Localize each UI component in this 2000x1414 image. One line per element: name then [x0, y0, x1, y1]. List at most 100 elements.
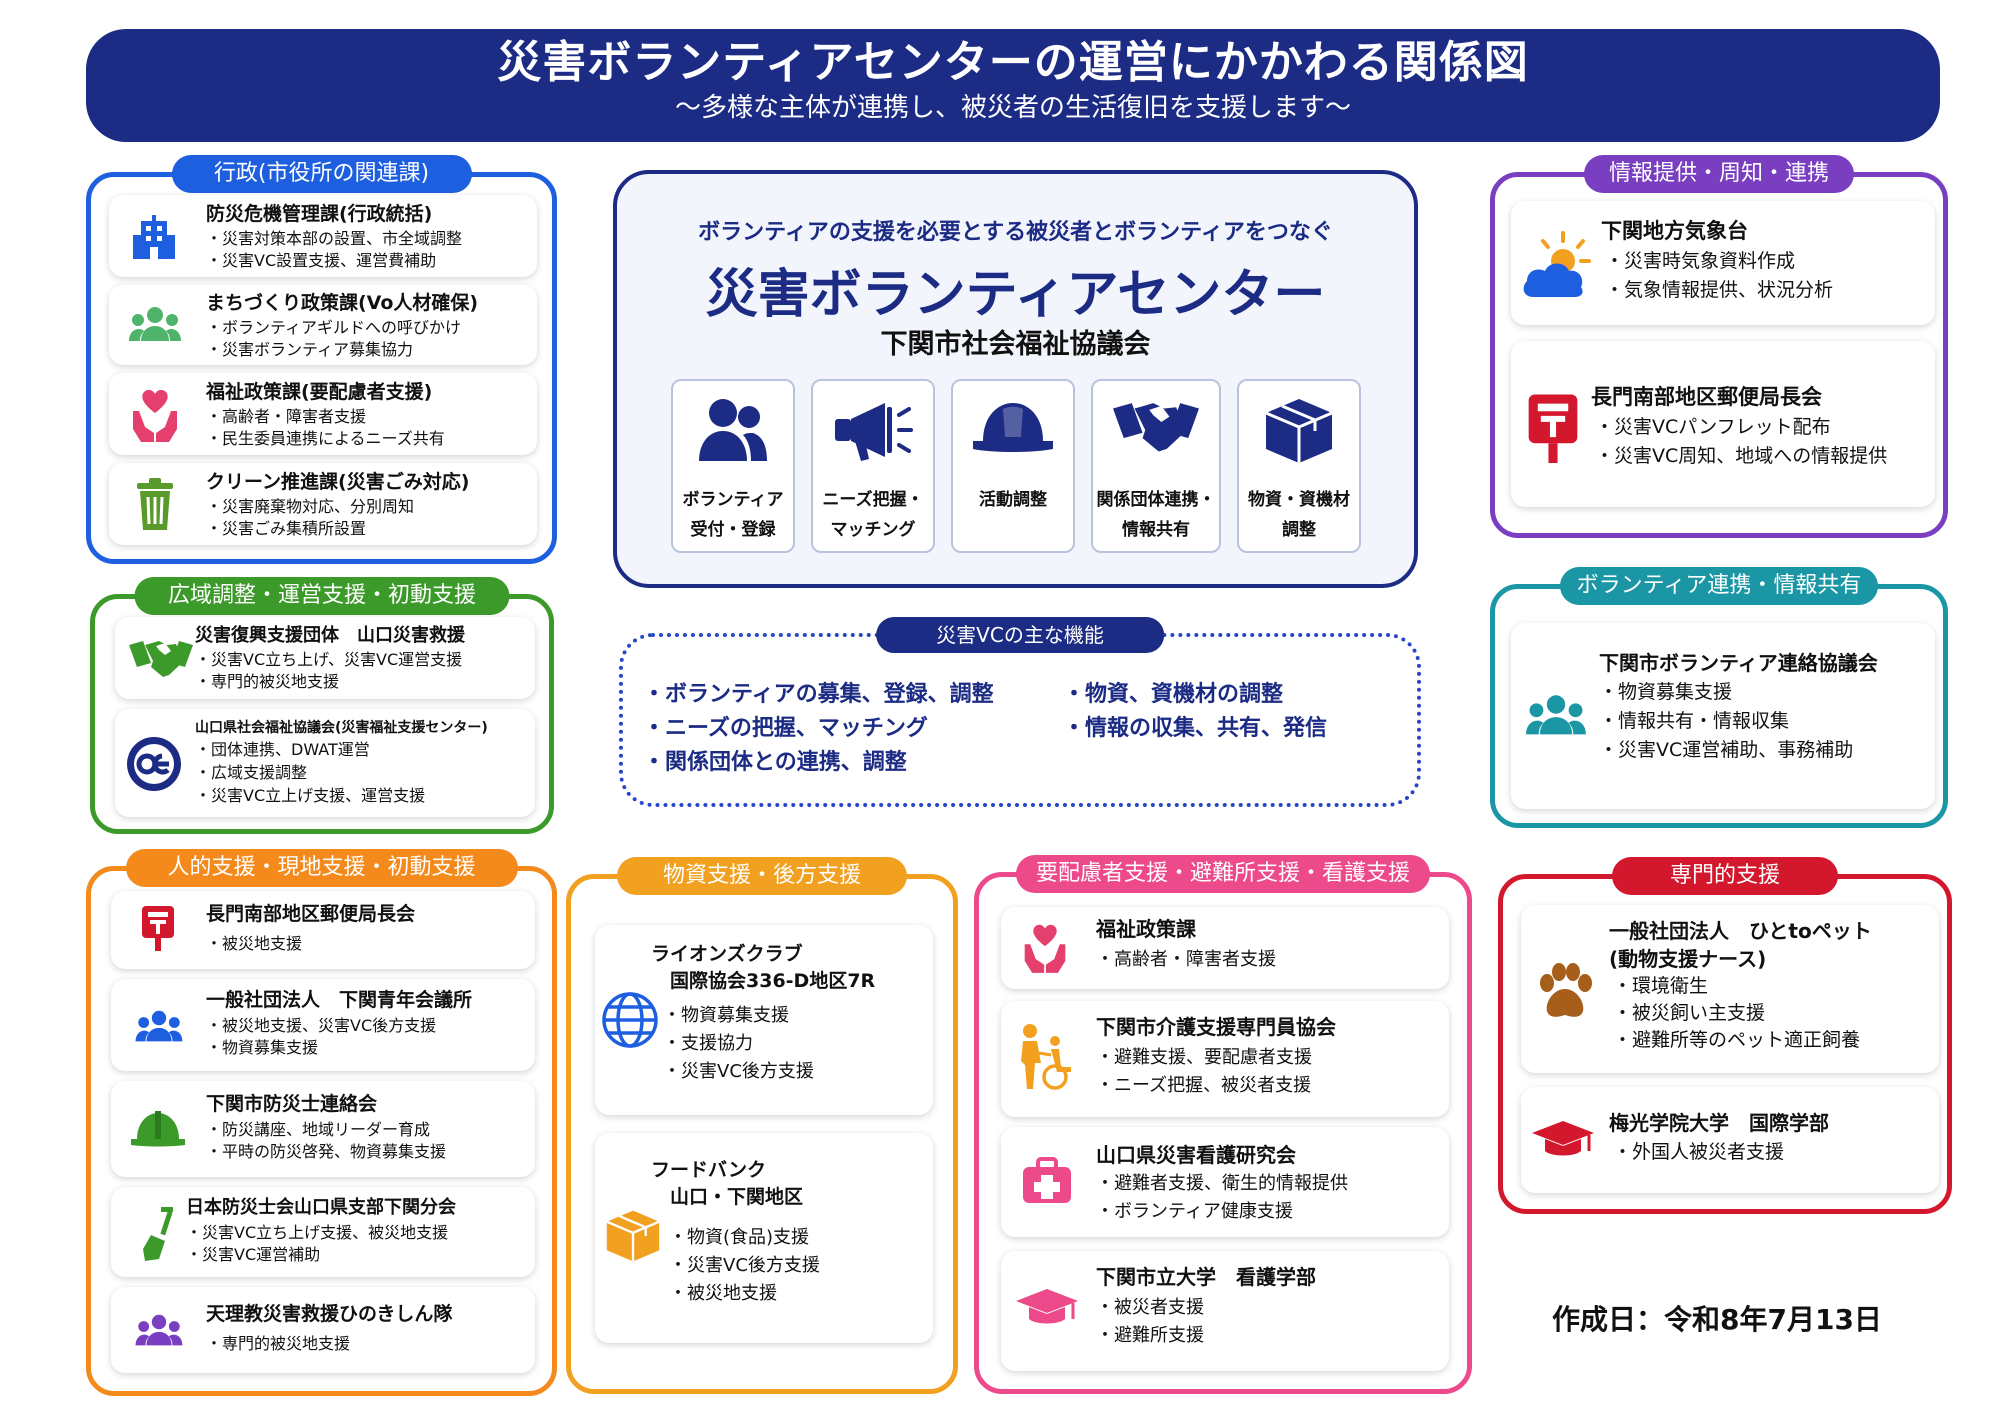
item-line: ・災害VC後方支援 — [663, 1061, 814, 1082]
wheelchair-icon — [1021, 1024, 1071, 1090]
council-logo-icon — [127, 737, 181, 791]
card-vol-council: 下関市ボランティア連絡協議会 ・物資募集支援 ・情報共有・情報収集 ・災害VC運… — [1511, 623, 1935, 809]
card-care-manager: 下関市介護支援専門員協会 ・避難支援、要配慮者支援 ・ニーズ把握、被災者支援 — [1001, 1001, 1449, 1117]
panel-care-support: 要配慮者支援・避難所支援・看護支援 福祉政策課 ・高齢者・障害者支援 下関市介護… — [974, 855, 1472, 1394]
item-line: ・被災地支援、災害VC後方支援 — [206, 1016, 437, 1035]
card-machizukuri: まちづくり政策課(Vo人材確保) ・ボランティアギルドへの呼びかけ ・災害ボラン… — [109, 285, 537, 365]
org-name: 下関市防災士連絡会 — [206, 1093, 378, 1115]
card-jc: 一般社団法人 下関青年会議所 ・被災地支援、災害VC後方支援 ・物資募集支援 — [111, 979, 535, 1071]
card-weather: 下関地方気象台 ・災害時気象資料作成 ・気象情報提供、状況分析 — [1511, 201, 1935, 325]
org-name: 長門南部地区郵便局長会 — [1591, 385, 1822, 409]
item-line: ・災害ごみ集積所設置 — [206, 519, 367, 538]
function-label: 関係団体連携・ — [1096, 490, 1216, 510]
org-name: 山口県社会福祉協議会(災害福祉支援センター) — [195, 720, 488, 736]
item-line: ・避難支援、要配慮者支援 — [1096, 1047, 1312, 1068]
item-line: ・避難所支援 — [1096, 1325, 1204, 1346]
org-name: 下関市ボランティア連絡協議会 — [1599, 651, 1878, 675]
weather-icon — [1523, 231, 1591, 297]
item-line: ・ニーズ把握、被災者支援 — [1096, 1075, 1312, 1096]
org-name: 防災危機管理課(行政統括) — [206, 203, 433, 225]
item-line: ・災害時気象資料作成 — [1605, 250, 1796, 272]
people-icon — [129, 307, 181, 341]
center-vc-box: ボランティアの支援を必要とする被災者とボランティアをつなぐ 災害ボランティアセン… — [613, 170, 1418, 588]
function-activity-coordination: 活動調整 — [951, 379, 1075, 553]
panel-title: ボランティア連携・情報共有 — [1560, 567, 1878, 605]
globe-icon — [602, 992, 658, 1048]
item-line: ・防災講座、地域リーダー育成 — [206, 1120, 431, 1139]
panel-goods-support: 物資支援・後方支援 ライオンズクラブ 国際協会336-D地区7R ・物資募集支援… — [566, 857, 958, 1394]
shovel-icon — [143, 1207, 173, 1261]
function-label: マッチング — [830, 520, 916, 540]
item-line: ・災害VC立ち上げ、災害VC運営支援 — [195, 650, 463, 669]
item-line: ・避難所等のペット適正飼養 — [1613, 1029, 1861, 1051]
panel-title: 行政(市役所の関連課) — [171, 155, 472, 193]
org-name: 梅光学院大学 国際学部 — [1609, 1111, 1829, 1135]
vc-function-item: ・ニーズの把握、マッチング — [643, 716, 928, 741]
org-name: ライオンズクラブ — [651, 943, 803, 965]
item-line: ・物資募集支援 — [1599, 681, 1733, 703]
panel-title: 広域調整・運営支援・初動支援 — [134, 577, 510, 615]
item-line: ・災害VC運営補助、事務補助 — [1599, 739, 1854, 761]
item-line: ・環境衛生 — [1613, 975, 1709, 997]
building-icon — [133, 215, 175, 259]
org-name: 一般社団法人 ひとtoペット — [1609, 919, 1872, 943]
org-name: 福祉政策課(要配慮者支援) — [206, 381, 433, 403]
postbox-icon — [142, 906, 174, 951]
card-bousai: 防災危機管理課(行政統括) ・災害対策本部の設置、市全域調整 ・災害VC設置支援… — [109, 195, 537, 277]
helmet-icon — [973, 403, 1053, 452]
card-yamaguchi-shakyo: 山口県社会福祉協議会(災害福祉支援センター) ・団体連携、DWAT運営 ・広域支… — [115, 709, 535, 817]
item-line: ・被災地支援 — [206, 934, 303, 953]
card-baiko: 梅光学院大学 国際学部 ・外国人被災者支援 — [1521, 1087, 1939, 1193]
card-bousaishi: 下関市防災士連絡会 ・防災講座、地域リーダー育成 ・平時の防災啓発、物資募集支援 — [111, 1081, 535, 1177]
item-line: ・物資(食品)支援 — [669, 1227, 810, 1248]
panel-government: 行政(市役所の関連課) 防災危機管理課(行政統括) ・災害対策本部の設置、市全域… — [86, 155, 557, 564]
vc-functions-box: 災害VCの主な機能 ・ボランティアの募集、登録、調整 ・ニーズの把握、マッチング… — [619, 617, 1421, 807]
org-name: 下関市立大学 看護学部 — [1096, 1265, 1316, 1289]
item-line: ・広域支援調整 — [195, 763, 308, 782]
center-org: 下関市社会福祉協議会 — [880, 329, 1151, 360]
center-title: 災害ボランティアセンター — [705, 265, 1326, 325]
item-line: ・情報共有・情報収集 — [1599, 710, 1790, 732]
graduation-cap-icon — [1016, 1289, 1078, 1324]
paw-icon — [1540, 963, 1592, 1017]
panel-title: 専門的支援 — [1612, 857, 1838, 895]
card-nursing-society: 山口県災害看護研究会 ・避難者支援、衛生的情報提供 ・ボランティア健康支援 — [1001, 1127, 1449, 1237]
org-name: 下関市介護支援専門員協会 — [1096, 1015, 1336, 1039]
panel-title: 情報提供・周知・連携 — [1584, 155, 1854, 193]
function-label: 受付・登録 — [690, 520, 776, 540]
function-label: 情報共有 — [1122, 520, 1190, 540]
panel-professional: 専門的支援 一般社団法人 ひとtoペット (動物支援ナース) ・環境衛生 ・被災… — [1498, 857, 1952, 1214]
org-name: 災害復興支援団体 山口災害救援 — [195, 625, 465, 646]
page-subtitle: ～多様な主体が連携し、被災者の生活復旧を支援します～ — [674, 93, 1351, 123]
people-icon — [135, 1010, 183, 1042]
item-line: ・支援協力 — [663, 1033, 753, 1054]
item-line: ・気象情報提供、状況分析 — [1605, 279, 1834, 301]
vc-function-item: ・関係団体との連携、調整 — [643, 750, 907, 775]
org-name: 山口県災害看護研究会 — [1096, 1143, 1296, 1167]
item-line: ・ボランティア健康支援 — [1096, 1201, 1293, 1222]
center-tagline: ボランティアの支援を必要とする被災者とボランティアをつなぐ — [698, 220, 1333, 245]
org-name: 天理教災害救援ひのきしん隊 — [206, 1303, 453, 1325]
panel-information: 情報提供・周知・連携 下関地方気象台 ・災害時気象資料作成 ・気象情報提供、状況… — [1490, 155, 1948, 538]
people-icon — [1526, 695, 1586, 735]
item-line: ・災害対策本部の設置、市全域調整 — [206, 229, 463, 248]
item-line: ・災害VC立上げ支援、運営支援 — [195, 786, 426, 805]
item-line: ・被災地支援 — [669, 1283, 777, 1304]
people-icon — [135, 1314, 183, 1346]
megaphone-icon — [835, 403, 913, 461]
volunteer-icon — [699, 399, 767, 461]
function-needs-matching: ニーズ把握・マッチング — [811, 379, 935, 553]
card-tenrikyo: 天理教災害救援ひのきしん隊 ・専門的被災地支援 — [111, 1287, 535, 1373]
item-line: ・物資募集支援 — [206, 1038, 319, 1057]
heart-hands-icon — [133, 389, 177, 442]
org-name: 長門南部地区郵便局長会 — [206, 903, 416, 925]
item-line: ・災害VC設置支援、運営費補助 — [206, 251, 437, 270]
org-name-sub: 国際協会336-D地区7R — [651, 970, 876, 992]
card-shimonoseki-univ: 下関市立大学 看護学部 ・被災者支援 ・避難所支援 — [1001, 1251, 1449, 1371]
function-volunteer-registration: ボランティア受付・登録 — [671, 379, 795, 553]
vc-function-item: ・物資、資機材の調整 — [1063, 682, 1284, 707]
card-clean: クリーン推進課(災害ごみ対応) ・災害廃棄物対応、分別周知 ・災害ごみ集積所設置 — [109, 463, 537, 545]
helmet-icon — [131, 1111, 185, 1147]
function-label: 活動調整 — [979, 490, 1047, 510]
panel-human-support: 人的支援・現地支援・初動支援 長門南部地区郵便局長会 ・被災地支援 一般社団法人… — [86, 849, 557, 1396]
